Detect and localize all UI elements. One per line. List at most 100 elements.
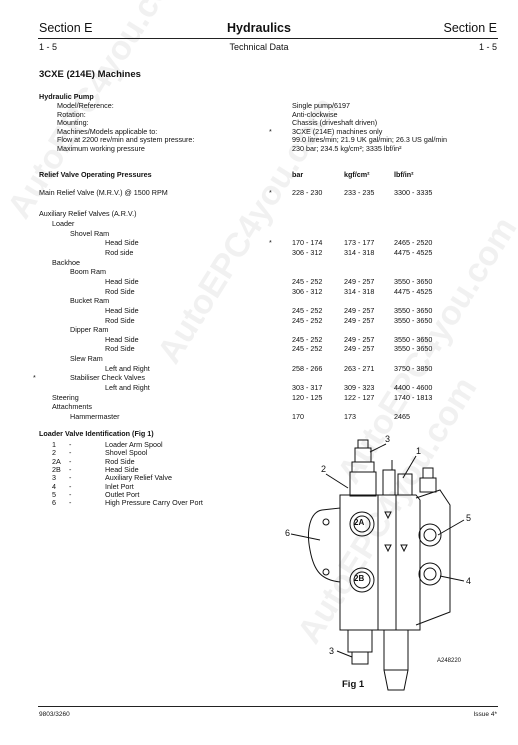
mrv-label: Main Relief Valve (M.R.V.) @ 1500 RPM <box>39 188 168 197</box>
pump-spec-label: Mounting: <box>57 118 89 128</box>
loader-valve-item-text: Head Side <box>105 464 139 474</box>
loader-valve-item-dash: - <box>69 489 72 499</box>
relief-row-label: Stabiliser Check Valves <box>70 373 145 383</box>
loader-valve-item-number: 2A <box>52 456 61 466</box>
relief-row-kgf: 314 - 318 <box>344 247 375 257</box>
figure-caption: Fig 1 <box>342 679 365 690</box>
machine-heading: 3CXE (214E) Machines <box>39 69 141 80</box>
pump-spec-label: Model/Reference: <box>57 101 114 110</box>
header-rule <box>38 38 498 39</box>
footer-rule <box>38 706 498 707</box>
relief-row-label: Dipper Ram <box>70 325 109 335</box>
section-label-right: Section E <box>443 21 497 35</box>
relief-row-label: Head Side <box>105 305 139 315</box>
loader-valve-item-text: High Pressure Carry Over Port <box>105 498 203 508</box>
loader-valve-item-dash: - <box>69 481 72 491</box>
loader-valve-item-text: Inlet Port <box>105 481 134 491</box>
relief-row-kgf: 173 <box>344 412 356 421</box>
relief-row-lbf: 1740 - 1813 <box>394 392 433 402</box>
relief-row-label: Left and Right <box>105 363 150 373</box>
relief-row-bar: 245 - 252 <box>292 334 323 344</box>
relief-row-label: Rod Side <box>105 344 135 354</box>
loader-valve-item-dash: - <box>69 448 72 458</box>
relief-row-kgf: 122 - 127 <box>344 392 375 402</box>
relief-row-kgf: 249 - 257 <box>344 315 375 325</box>
relief-row-label: Head Side <box>105 334 139 344</box>
relief-row-lbf: 4400 - 4600 <box>394 383 433 393</box>
callout-5: 5 <box>466 513 472 523</box>
pump-spec-value: Chassis (driveshaft driven) <box>292 118 378 128</box>
page-subtitle: Technical Data <box>229 42 289 52</box>
loader-valve-item-number: 2 <box>52 448 56 458</box>
relief-row-bar: 306 - 312 <box>292 247 323 257</box>
page-number-left: 1 - 5 <box>39 42 58 52</box>
page-title: Hydraulics <box>227 21 291 35</box>
relief-row-lbf: 4475 - 4525 <box>394 286 433 296</box>
relief-row-bar: 303 - 317 <box>292 383 323 393</box>
relief-row-lbf: 4475 - 4525 <box>394 247 433 257</box>
loader-valve-item-text: Loader Arm Spool <box>105 440 163 449</box>
loader-valve-item-dash: - <box>69 464 72 474</box>
relief-row-label: Backhoe <box>52 257 80 267</box>
callout-2: 2 <box>321 464 327 474</box>
relief-row-kgf: 263 - 271 <box>344 363 375 373</box>
loader-valve-item-number: 6 <box>52 498 56 508</box>
relief-row-star: * <box>269 238 272 248</box>
relief-row-lbf: 3550 - 3650 <box>394 344 433 354</box>
figure-reference: A248220 <box>437 658 462 664</box>
loader-valve-item-number: 4 <box>52 481 56 491</box>
relief-row-label: Steering <box>52 392 79 402</box>
relief-row-lbf: 3750 - 3850 <box>394 363 433 373</box>
relief-row-label: Rod Side <box>105 315 135 325</box>
relief-section-title: Relief Valve Operating Pressures <box>39 170 152 179</box>
relief-row-label: Left and Right <box>105 383 150 393</box>
pump-spec-label: Flow at 2200 rev/min and system pressure… <box>57 135 195 145</box>
pump-spec-label: Machines/Models applicable to: <box>57 126 158 136</box>
loader-valve-item-text: Shovel Spool <box>105 448 148 458</box>
loader-valve-item-dash: - <box>69 456 72 466</box>
relief-row-label: Bucket Ram <box>70 296 110 306</box>
relief-row-bar: 245 - 252 <box>292 315 323 325</box>
relief-row-kgf: 309 - 323 <box>344 383 375 393</box>
relief-row-lbf: 3550 - 3650 <box>394 315 433 325</box>
relief-row-bar: 170 <box>292 412 304 421</box>
loader-valve-item-number: 1 <box>52 440 56 449</box>
loader-valve-item-number: 3 <box>52 473 56 483</box>
callout-6: 6 <box>285 528 291 538</box>
relief-row-label: Boom Ram <box>70 267 106 277</box>
arv-label: Auxiliary Relief Valves (A.R.V.) <box>39 209 137 218</box>
relief-row-bar: 245 - 252 <box>292 305 323 315</box>
loader-valve-item-number: 2B <box>52 464 61 474</box>
loader-valve-item-number: 5 <box>52 489 56 499</box>
relief-row-kgf: 249 - 257 <box>344 276 375 286</box>
loader-valve-item-dash: - <box>69 498 72 508</box>
page-number-right: 1 - 5 <box>478 42 497 52</box>
relief-row-label: Rod side <box>105 247 134 257</box>
callout-3: 3 <box>329 646 335 656</box>
port-2a-label: 2A <box>354 518 365 527</box>
loader-valve-item-dash: - <box>69 440 72 449</box>
relief-row-lbf: 3550 - 3650 <box>394 334 433 344</box>
loader-valve-item-text: Rod Side <box>105 456 135 466</box>
pump-spec-value: 99.0 litres/min; 21.9 UK gal/min; 26.3 U… <box>292 135 448 145</box>
pump-spec-label: Maximum working pressure <box>57 144 145 153</box>
relief-row-kgf: 249 - 257 <box>344 305 375 315</box>
pump-section-title: Hydraulic Pump <box>39 92 94 101</box>
pump-spec-value: Anti-clockwise <box>292 109 338 119</box>
relief-row-star: * <box>33 373 36 383</box>
relief-row-label: Head Side <box>105 276 139 286</box>
mrv-lbf-value: 3300 - 3335 <box>394 188 433 197</box>
relief-row-kgf: 249 - 257 <box>344 344 375 354</box>
relief-row-label: Rod Side <box>105 286 135 296</box>
pump-spec-value: 3CXE (214E) machines only <box>292 126 383 136</box>
mrv-bar-value: 228 - 230 <box>292 188 323 197</box>
relief-row-lbf: 2465 <box>394 412 410 421</box>
footer-issue: Issue 4* <box>473 711 498 718</box>
relief-row-label: Slew Ram <box>70 354 103 364</box>
pump-spec-value: Single pump/6197 <box>292 101 350 110</box>
relief-row-label: Hammermaster <box>70 412 120 421</box>
relief-row-lbf: 3550 - 3650 <box>394 305 433 315</box>
column-header-lbf: lbf/in² <box>394 170 414 179</box>
relief-row-bar: 245 - 252 <box>292 344 323 354</box>
loader-valve-item-dash: - <box>69 473 72 483</box>
